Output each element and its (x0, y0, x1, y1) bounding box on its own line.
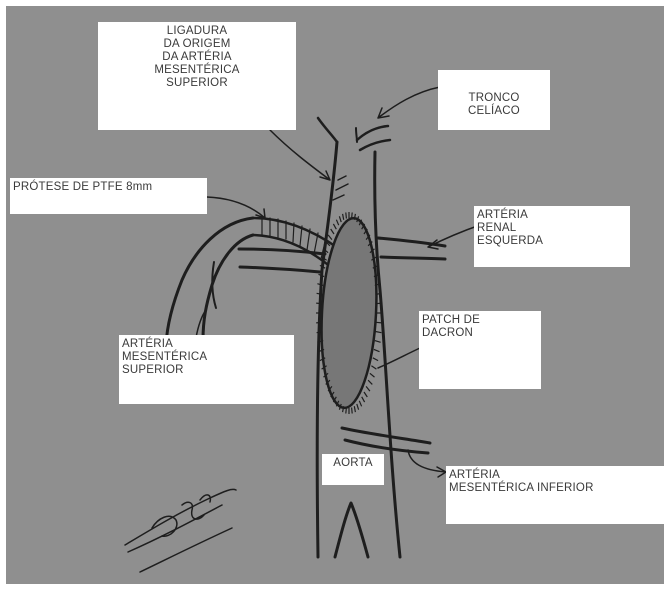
label-arteria-renal-esquerda: ARTÉRIA RENAL ESQUERDA (474, 206, 630, 267)
celiac-notch (356, 128, 357, 142)
label-line: ESQUERDA (477, 235, 627, 248)
label-line: MESENTÉRICA INFERIOR (449, 482, 663, 495)
label-line: MESENTÉRICA (101, 64, 293, 77)
label-line: CELÍACO (441, 105, 547, 118)
label-line: ARTÉRIA (122, 338, 291, 351)
label-line: TRONCO (441, 92, 547, 105)
left-renal-lower-wall (381, 257, 445, 259)
suture-stitch (352, 213, 353, 219)
suture-stitch (376, 303, 382, 304)
label-arteria-mesenterica-inferior: ARTÉRIA MESENTÉRICA INFERIOR (446, 466, 666, 524)
label-line: SUPERIOR (101, 77, 293, 90)
suture-stitch (316, 322, 322, 323)
label-protese-ptfe: PRÓTESE DE PTFE 8mm (10, 178, 207, 214)
label-ligadura-origem-ams: LIGADURA DA ORIGEM DA ARTÉRIA MESENTÉRIC… (98, 22, 296, 130)
label-line: RENAL (477, 222, 627, 235)
label-arteria-mesenterica-superior: ARTÉRIA MESENTÉRICA SUPERIOR (119, 335, 294, 404)
label-line: ARTÉRIA (449, 469, 663, 482)
label-line: DA ORIGEM (101, 38, 293, 51)
label-tronco-celiaco: TRONCO CELÍACO (438, 70, 550, 130)
label-line: DA ARTÉRIA (101, 51, 293, 64)
label-line: AORTA (325, 457, 381, 470)
suture-stitch (346, 213, 347, 219)
label-line: DACRON (422, 327, 538, 340)
label-line: PRÓTESE DE PTFE 8mm (13, 181, 204, 194)
label-line: LIGADURA (101, 25, 293, 38)
suture-stitch (316, 303, 322, 304)
label-line: SUPERIOR (122, 364, 291, 377)
label-line: ARTÉRIA (477, 209, 627, 222)
suture-stitch (352, 408, 353, 414)
label-line: PATCH DE (422, 314, 538, 327)
suture-stitch (346, 408, 347, 414)
label-patch-dacron: PATCH DE DACRON (419, 311, 541, 389)
label-line: MESENTÉRICA (122, 351, 291, 364)
label-aorta: AORTA (322, 454, 384, 485)
suture-stitch (376, 322, 382, 323)
